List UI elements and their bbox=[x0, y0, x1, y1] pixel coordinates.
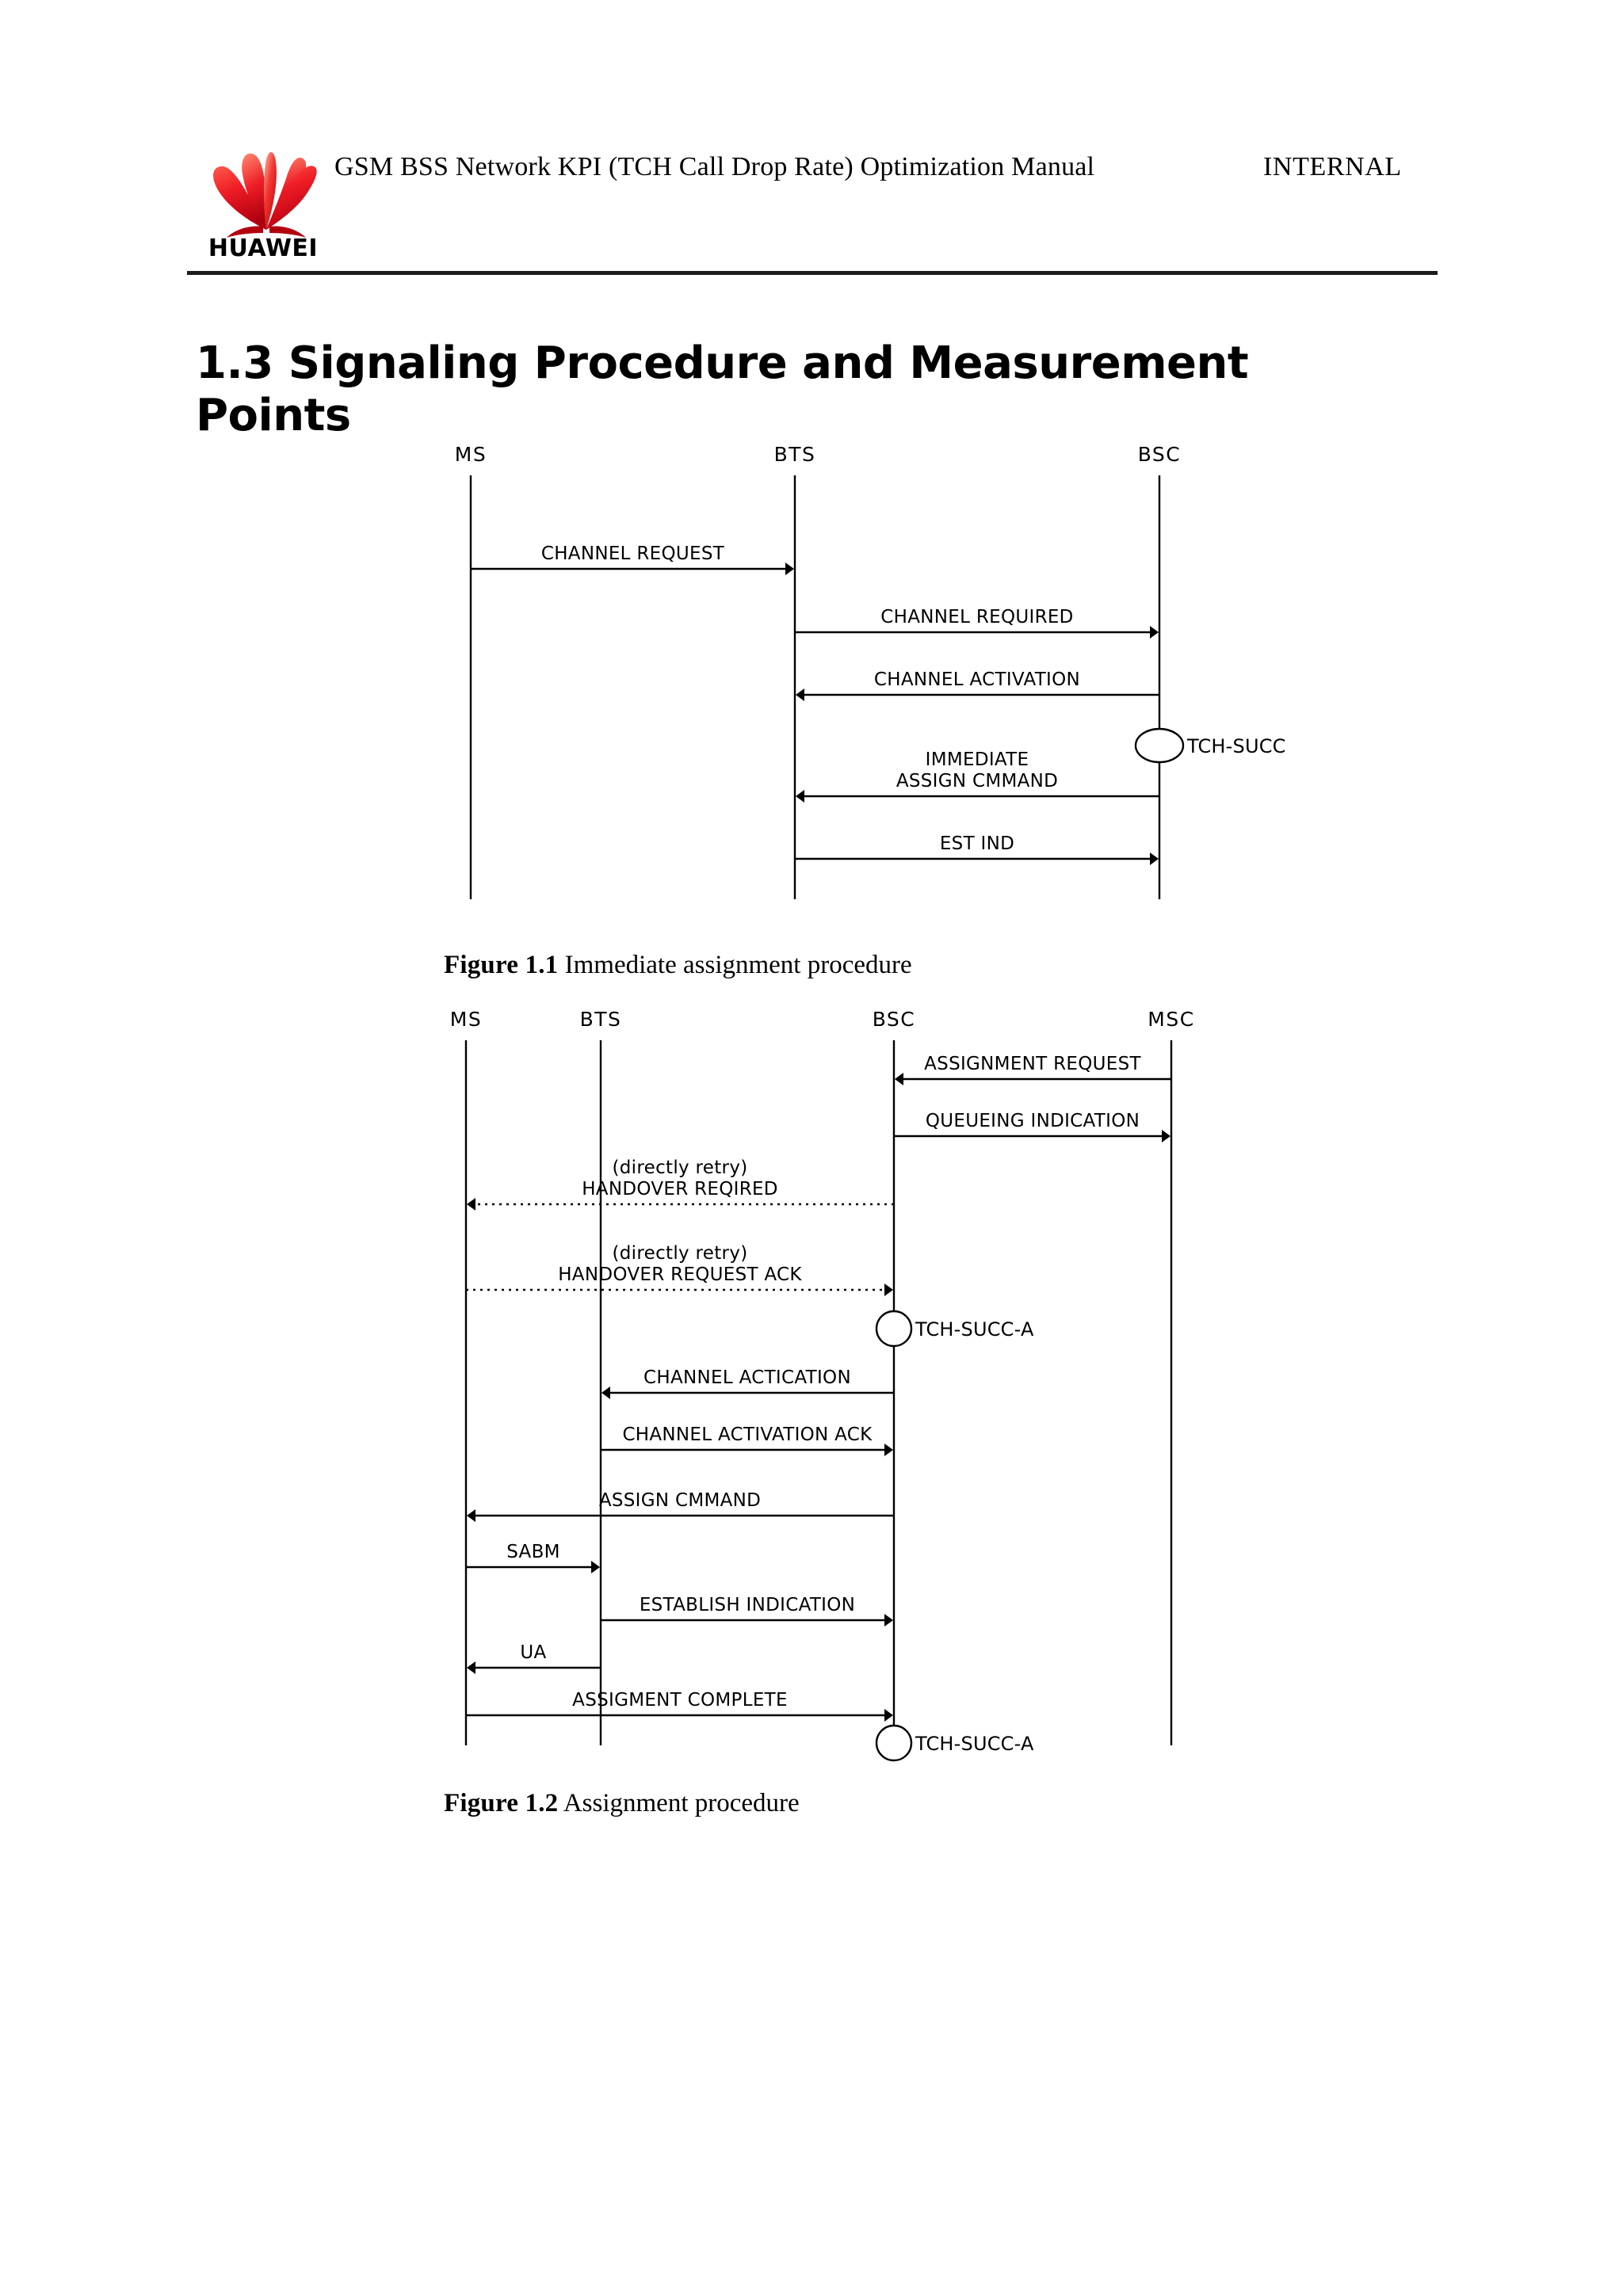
figure-2-canvas: MS BTS BSC MSC ASSIGNMENT REQUEST QUEUEING IN… bbox=[450, 1008, 1194, 1762]
message-arrowhead bbox=[601, 1386, 610, 1399]
message-arrowhead bbox=[785, 563, 794, 575]
message-5: CHANNEL ACTIVATION ACK bbox=[601, 1425, 893, 1456]
message-label: HANDOVER REQUEST ACK bbox=[558, 1264, 802, 1285]
header-divider-rule bbox=[187, 271, 1438, 275]
actor-label-ms: MS bbox=[450, 1008, 482, 1031]
measurement-point-label: TCH-SUCC-A bbox=[915, 1318, 1034, 1341]
message-label: CHANNEL ACTIVATION ACK bbox=[622, 1425, 873, 1445]
message-label: ASSIGN CMMAND bbox=[599, 1490, 761, 1511]
actor-label-ms: MS bbox=[455, 443, 487, 466]
figure-1-caption: Figure 1.1 Immediate assignment procedur… bbox=[444, 951, 912, 980]
message-2: CHANNEL ACTIVATION bbox=[796, 669, 1159, 701]
message-label: QUEUEING INDICATION bbox=[926, 1111, 1140, 1131]
measurement-point-label: TCH-SUCC bbox=[1186, 735, 1286, 757]
figure-1-caption-text: Immediate assignment procedure bbox=[564, 951, 912, 979]
message-10: ASSIGMENT COMPLETE bbox=[466, 1690, 893, 1722]
message-4: CHANNEL ACTICATION bbox=[601, 1367, 894, 1399]
message-arrowhead bbox=[591, 1561, 600, 1573]
message-arrowhead bbox=[884, 1709, 893, 1722]
figure-2-caption: Figure 1.2 Assignment procedure bbox=[444, 1789, 800, 1818]
page-title: 1.3 Signaling Procedure and Measurement … bbox=[196, 337, 1249, 441]
actor-label-bts: BTS bbox=[580, 1008, 622, 1031]
message-label: EST IND bbox=[940, 833, 1014, 854]
message-arrowhead bbox=[895, 1073, 903, 1085]
measurement-point-marker bbox=[875, 1724, 913, 1762]
message-label: SABM bbox=[506, 1542, 560, 1562]
message-9: UA bbox=[467, 1642, 601, 1674]
actor-label-bsc: BSC bbox=[1138, 443, 1182, 466]
message-label: IMMEDIATE bbox=[926, 749, 1029, 770]
message-arrowhead bbox=[1162, 1130, 1170, 1142]
measurement-point-1: TCH-SUCC-A bbox=[875, 1724, 1034, 1762]
document-classification-label: INTERNAL bbox=[1263, 152, 1402, 181]
huawei-logo bbox=[203, 147, 330, 266]
message-arrowhead bbox=[796, 688, 804, 701]
measurement-point-0: TCH-SUCC bbox=[1134, 727, 1286, 764]
figure-2-caption-text: Assignment procedure bbox=[563, 1789, 800, 1817]
message-4: EST IND bbox=[795, 833, 1159, 865]
message-1: CHANNEL REQUIRED bbox=[795, 607, 1159, 639]
message-arrowhead bbox=[467, 1661, 475, 1674]
message-7: SABM bbox=[466, 1542, 600, 1573]
message-2: (directly retry)HANDOVER REQIRED bbox=[467, 1158, 894, 1211]
measurement-point-label: TCH-SUCC-A bbox=[915, 1733, 1034, 1755]
message-label: (directly retry) bbox=[613, 1243, 748, 1264]
sequence-diagram-immediate-assignment: MS BTS BSC CHANNEL REQUEST CHANNEL REQUIRED C… bbox=[388, 437, 1323, 913]
actor-label-bts: BTS bbox=[774, 443, 816, 466]
actor-label-bsc: BSC bbox=[873, 1008, 916, 1031]
message-3: (directly retry)HANDOVER REQUEST ACK bbox=[466, 1243, 893, 1296]
actor-label-msc: MSC bbox=[1148, 1008, 1194, 1031]
message-8: ESTABLISH INDICATION bbox=[601, 1595, 893, 1627]
message-0: ASSIGNMENT REQUEST bbox=[895, 1054, 1171, 1085]
huawei-wordmark: HUAWEI bbox=[208, 235, 319, 262]
message-arrowhead bbox=[1150, 626, 1159, 639]
message-label: CHANNEL ACTICATION bbox=[643, 1367, 851, 1388]
figure-1-canvas: MS BTS BSC CHANNEL REQUEST CHANNEL REQUIRED C… bbox=[455, 443, 1286, 899]
sequence-diagram-assignment-procedure: MS BTS BSC MSC ASSIGNMENT REQUEST QUEUEING IN… bbox=[388, 1002, 1323, 1763]
message-label: ASSIGN CMMAND bbox=[896, 771, 1058, 791]
message-label: ESTABLISH INDICATION bbox=[640, 1595, 855, 1615]
message-arrowhead bbox=[1150, 852, 1159, 865]
message-label: UA bbox=[520, 1642, 546, 1663]
message-label: CHANNEL REQUIRED bbox=[880, 607, 1073, 627]
message-arrowhead bbox=[884, 1614, 893, 1627]
message-arrowhead bbox=[884, 1283, 893, 1296]
page-header: HUAWEI GSM BSS Network KPI (TCH Call Dro… bbox=[184, 141, 1444, 276]
document-header-title: GSM BSS Network KPI (TCH Call Drop Rate)… bbox=[334, 152, 1095, 181]
message-label: ASSIGMENT COMPLETE bbox=[572, 1690, 788, 1711]
message-label: HANDOVER REQIRED bbox=[582, 1179, 778, 1199]
message-arrowhead bbox=[796, 790, 804, 803]
message-1: QUEUEING INDICATION bbox=[894, 1111, 1170, 1142]
message-label: CHANNEL REQUEST bbox=[541, 543, 725, 564]
message-label: CHANNEL ACTIVATION bbox=[874, 669, 1080, 690]
figure-2-caption-label: Figure 1.2 bbox=[444, 1789, 559, 1817]
message-label: ASSIGNMENT REQUEST bbox=[924, 1054, 1141, 1074]
message-6: ASSIGN CMMAND bbox=[467, 1490, 894, 1522]
message-label: (directly retry) bbox=[613, 1158, 748, 1178]
measurement-point-marker bbox=[875, 1310, 913, 1348]
measurement-point-marker bbox=[1134, 727, 1185, 764]
message-arrowhead bbox=[467, 1198, 475, 1211]
measurement-point-0: TCH-SUCC-A bbox=[875, 1310, 1034, 1348]
figure-1-caption-label: Figure 1.1 bbox=[444, 951, 559, 979]
message-arrowhead bbox=[884, 1444, 893, 1456]
message-0: CHANNEL REQUEST bbox=[471, 543, 794, 575]
message-arrowhead bbox=[467, 1509, 475, 1522]
